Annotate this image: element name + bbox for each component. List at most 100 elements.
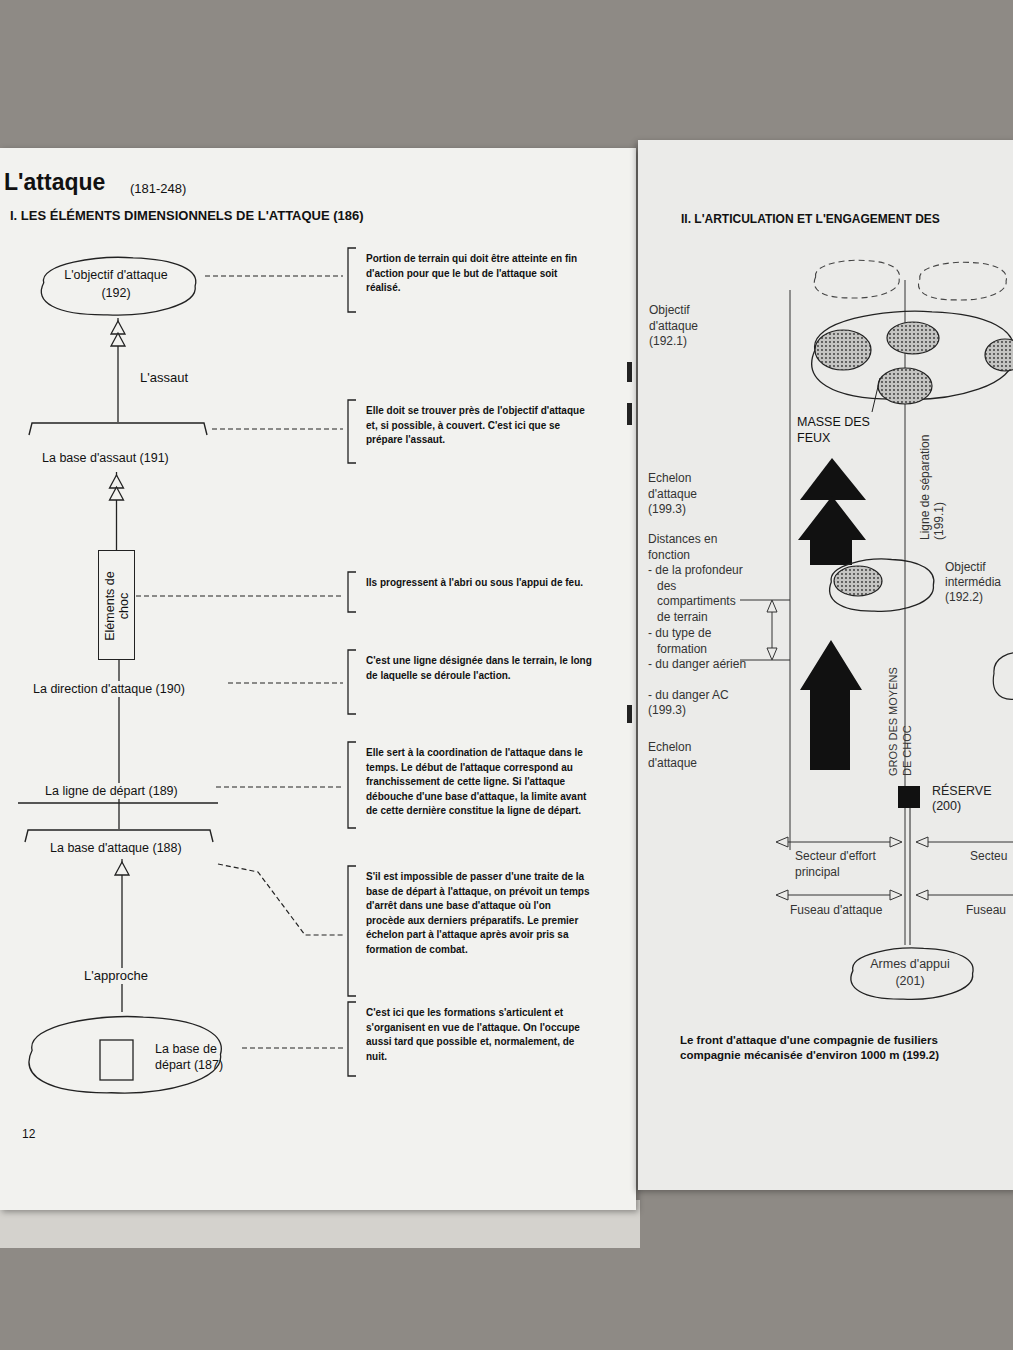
callout-note: Elle sert à la coordination de l'attaque… [366, 746, 592, 819]
fire-mass [878, 368, 932, 404]
base-band: La base d'assaut (191) [28, 422, 208, 472]
line-label: La direction d'attaque (190) [33, 681, 185, 697]
bracket [348, 248, 356, 312]
cloud-path [830, 559, 934, 611]
diagram-label: Fuseau d'attaque [790, 903, 882, 918]
terrain-cloud: L'objectif d'attaque (192) [30, 254, 202, 318]
diagram-label: Secteur d'effort principal [795, 849, 905, 880]
width-dimensions [776, 837, 1013, 900]
node-text: Eléments de choc [103, 566, 131, 646]
binder-hole [627, 362, 632, 382]
page-title: L'attaque [4, 168, 105, 196]
arrow-head [111, 333, 125, 346]
objective-cloud [993, 653, 1013, 700]
attack-arrow [800, 640, 862, 770]
connector-line [117, 318, 118, 422]
node-text: Objectif intermédia (192.2) [945, 560, 1013, 605]
arrow-head [115, 862, 129, 875]
distance-dimension [740, 600, 790, 660]
dimension-line [740, 600, 790, 660]
leader-line [242, 1047, 343, 1048]
cloud-outline [842, 945, 978, 1002]
left-page [0, 148, 636, 1210]
list-item: - du danger aérien [648, 657, 747, 673]
diagram-label: MASSE DES FEUX [797, 414, 877, 446]
dimension-head [890, 890, 902, 900]
leader-line [228, 682, 343, 683]
cloud-path [41, 257, 196, 315]
sector-line [790, 290, 791, 850]
band-path [25, 830, 213, 842]
leader-line [218, 864, 343, 935]
leader-lines [136, 276, 343, 1048]
dimension-head [890, 837, 902, 847]
diagram-label: Objectif d'attaque (192.1) [649, 303, 724, 350]
connector [910, 808, 911, 945]
bracket [348, 1002, 356, 1076]
connector [111, 318, 125, 422]
node-text: L'objectif d'attaque (192) [56, 266, 176, 302]
terrain-cloud: La base de départ (187) [15, 1012, 229, 1097]
connector-line [121, 859, 122, 1012]
arrow-head [111, 321, 125, 334]
callout-note: Elle doit se trouver près de l'objectif … [366, 404, 592, 448]
diagram-label: Distances en fonction [648, 532, 728, 563]
pointer-line [872, 378, 880, 412]
node-text: Armes d'appui (201) [860, 956, 960, 990]
cloud-outline [822, 556, 938, 614]
dimension-head [767, 600, 777, 612]
diagram-label: (199.3) [648, 703, 686, 719]
node-text: La base d'assaut (191) [42, 450, 212, 466]
diagram-label: GROS DES MOYENS DE CHOC [886, 664, 914, 776]
list-item: - du danger AC [648, 688, 767, 704]
unit-square [100, 1040, 133, 1080]
section-heading: II. L'ARTICULATION ET L'ENGAGEMENT DES [681, 212, 940, 227]
callout-note: S'il est impossible de passer d'une trai… [366, 870, 592, 957]
leader-line [212, 428, 343, 429]
fire-mass [834, 566, 882, 596]
connector [115, 859, 129, 1012]
connector [119, 660, 120, 829]
bracket [348, 742, 356, 828]
attack-arrow [800, 458, 866, 500]
diagram-label: Secteu [970, 849, 1007, 864]
callout-note: C'est ici que les formations s'articulen… [366, 1006, 592, 1064]
start-line [18, 802, 218, 803]
bracket [348, 572, 356, 612]
diagram-label: Echelon d'attaque (199.3) [648, 471, 723, 518]
attack-arrow [798, 496, 866, 565]
connector-line [118, 660, 119, 829]
leader-line [205, 275, 343, 276]
base-band: La base d'attaque (188) [24, 829, 214, 859]
support-line [905, 808, 906, 945]
dashed-objective [918, 262, 1006, 300]
node-text: La base de départ (187) [155, 1041, 235, 1073]
leader-line [216, 786, 343, 787]
dimension-head [767, 648, 777, 660]
line-label: La ligne de départ (189) [45, 783, 178, 799]
dimension-head [916, 837, 928, 847]
separation-line [905, 280, 906, 786]
terrain-cloud: Objectif intermédia (192.2) [822, 556, 938, 614]
arrow-head [110, 475, 124, 488]
dimension-head [776, 837, 788, 847]
arrow-head [110, 487, 124, 500]
section-heading: I. LES ÉLÉMENTS DIMENSIONNELS DE L'ATTAQ… [10, 208, 364, 224]
callout-note: Ils progressent à l'abri ou sous l'appui… [366, 576, 592, 591]
dimension-head [776, 890, 788, 900]
bracket [348, 866, 356, 996]
connector-line [116, 472, 117, 550]
node-text: La base d'attaque (188) [50, 840, 220, 856]
range-label: (181-248) [130, 181, 186, 197]
connector-line [910, 808, 911, 945]
binder-hole [627, 403, 632, 425]
callout-brackets [348, 248, 356, 1076]
body-text: compagnie mécanisée d'environ 1000 m (19… [680, 1048, 939, 1062]
cloud-path [851, 948, 973, 999]
page-number: 12 [22, 1127, 35, 1142]
fire-mass [815, 330, 871, 370]
band-path [29, 423, 207, 435]
fire-mass [985, 339, 1013, 371]
edge-label: L'assaut [140, 370, 188, 386]
leader-line [136, 595, 343, 596]
